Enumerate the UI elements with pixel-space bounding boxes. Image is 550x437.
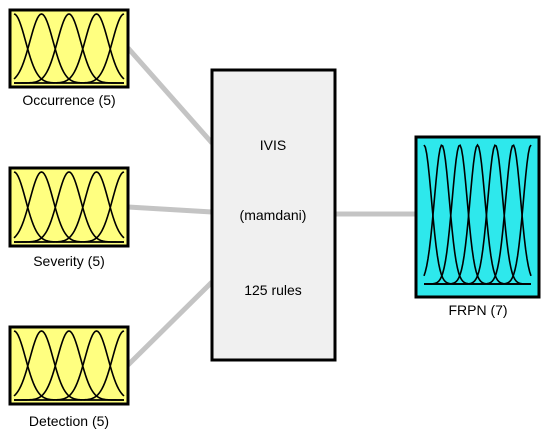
engine-name: IVIS <box>260 137 286 153</box>
output-frpn-mf-curves <box>423 143 532 285</box>
mf-curve <box>14 171 125 243</box>
input-detection-mf-curves <box>13 330 125 401</box>
inference-engine[interactable]: IVIS (mamdani) 125 rules <box>210 68 337 362</box>
input-occurrence-label: Occurrence (5) <box>22 92 115 108</box>
input-occurrence-mf-curves <box>13 13 125 84</box>
mf-curve <box>14 330 125 401</box>
engine-method: (mamdani) <box>240 207 307 223</box>
connector-severity <box>127 204 213 215</box>
input-detection-box[interactable] <box>8 325 130 406</box>
engine-rules: 125 rules <box>244 282 302 298</box>
input-occurrence[interactable]: Occurrence (5) <box>8 8 130 108</box>
connector-detection <box>126 280 214 367</box>
inference-engine-box[interactable] <box>210 68 337 362</box>
output-frpn-label: FRPN (7) <box>448 302 507 318</box>
mf-curve <box>14 13 125 84</box>
connector-lines <box>126 46 416 367</box>
input-detection[interactable]: Detection (5) <box>8 325 130 429</box>
connector-occurrence <box>126 46 214 145</box>
input-severity-mf-curves <box>13 171 125 243</box>
input-severity[interactable]: Severity (5) <box>8 166 130 269</box>
input-detection-label: Detection (5) <box>29 413 109 429</box>
mf-curve <box>424 144 532 285</box>
input-severity-box[interactable] <box>8 166 130 248</box>
input-severity-label: Severity (5) <box>33 253 105 269</box>
input-occurrence-box[interactable] <box>8 8 130 89</box>
output-frpn-box[interactable] <box>414 135 541 299</box>
output-frpn[interactable]: FRPN (7) <box>414 135 541 318</box>
